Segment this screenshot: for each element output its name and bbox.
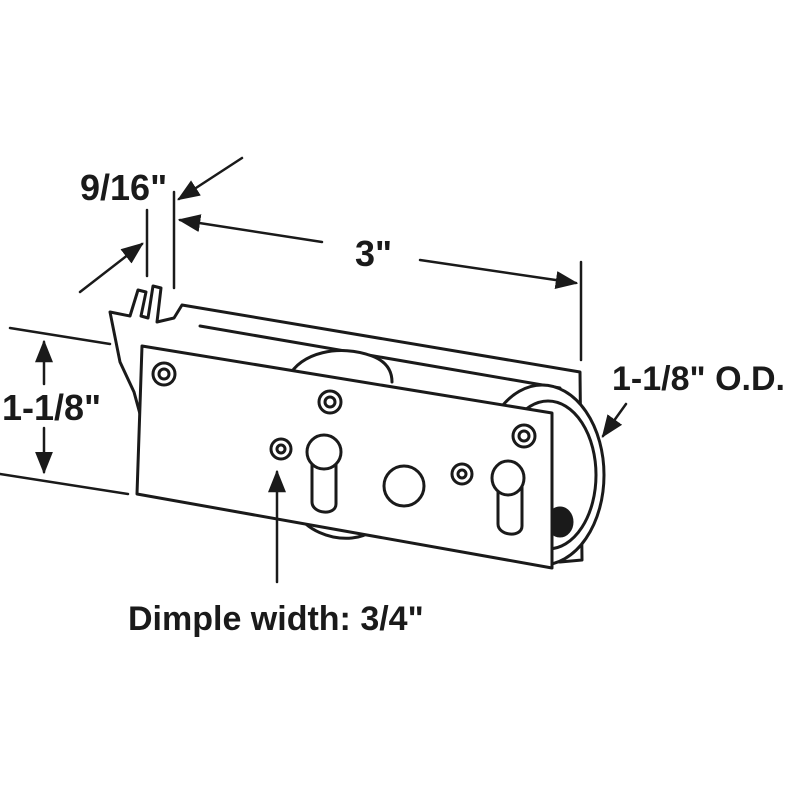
wheel-od-label: 1-1/8" O.D. (612, 360, 785, 398)
front-plate (135, 344, 554, 570)
adjustment-slots (305, 433, 526, 536)
roller-assembly (108, 284, 606, 570)
length-dimension-label: 3" (355, 233, 393, 274)
depth-dimension-label: 9/16" (80, 167, 168, 208)
dimple-width-label: Dimple width: 3/4" (128, 600, 424, 638)
height-dimension-label: 1-1/8" (2, 387, 102, 428)
center-axle (382, 464, 426, 508)
rivets (151, 361, 537, 486)
dimension-lines (0, 156, 628, 584)
